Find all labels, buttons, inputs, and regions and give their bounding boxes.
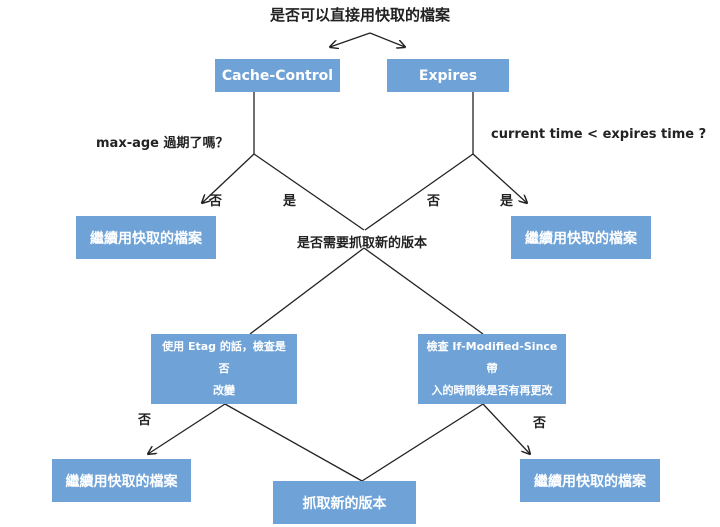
line-fetch-to-etag bbox=[249, 247, 365, 335]
expires-box: Expires bbox=[387, 59, 509, 92]
expires-question: current time < expires time ? bbox=[491, 127, 707, 142]
fetch-new-box: 抓取新的版本 bbox=[273, 481, 416, 524]
expires-label: Expires bbox=[418, 67, 478, 84]
no-label-modified: 否 bbox=[533, 416, 547, 431]
arrow-modified-no bbox=[482, 403, 530, 454]
yes-label-max-age: 是 bbox=[283, 194, 297, 209]
no-label-etag: 否 bbox=[138, 413, 152, 428]
max-age-question: max-age 過期了嗎？ bbox=[96, 136, 229, 151]
modified-check-box: 檢查 If-Modified-Since 帶 入的時間後是否有再更改 bbox=[418, 334, 566, 404]
etag-check-box: 使用 Etag 的話，檢查是否 改變 bbox=[151, 334, 297, 404]
line-expires-no bbox=[364, 153, 474, 231]
need-fetch-question: 是否需要抓取新的版本 bbox=[297, 236, 428, 251]
use-cache-left-box: 繼續用快取的檔案 bbox=[76, 216, 216, 259]
arrow-title-to-expires bbox=[369, 32, 405, 47]
arrow-title-to-cache-control bbox=[330, 32, 371, 47]
line-max-age-yes bbox=[253, 153, 365, 231]
line-etag-yes bbox=[224, 403, 363, 482]
flow-title: 是否可以直接用快取的檔案 bbox=[269, 6, 450, 24]
no-label-max-age: 否 bbox=[209, 194, 223, 209]
no-label-expires: 否 bbox=[427, 194, 441, 209]
fetch-new-label: 抓取新的版本 bbox=[302, 495, 387, 512]
etag-check-line-1: 使用 Etag 的話，檢查是否 bbox=[162, 340, 286, 375]
arrow-max-age-no bbox=[202, 153, 255, 203]
use-cache-bottom-left-box: 繼續用快取的檔案 bbox=[52, 459, 191, 502]
cache-control-box: Cache-Control bbox=[215, 59, 340, 92]
use-cache-bottom-right-box: 繼續用快取的檔案 bbox=[520, 459, 660, 502]
arrow-etag-no bbox=[148, 403, 226, 454]
line-fetch-to-modified bbox=[363, 247, 484, 335]
line-modified-to-fetch bbox=[361, 403, 484, 482]
yes-label-expires: 是 bbox=[500, 194, 514, 209]
use-cache-right-box: 繼續用快取的檔案 bbox=[511, 216, 651, 259]
use-cache-bottom-right-label: 繼續用快取的檔案 bbox=[534, 473, 646, 490]
modified-check-line-2: 入的時間後是否有再更改 bbox=[431, 384, 553, 397]
use-cache-left-label: 繼續用快取的檔案 bbox=[90, 230, 202, 247]
cache-control-label: Cache-Control bbox=[221, 67, 334, 84]
arrow-expires-yes bbox=[472, 153, 527, 203]
use-cache-right-label: 繼續用快取的檔案 bbox=[525, 230, 637, 247]
use-cache-bottom-left-label: 繼續用快取的檔案 bbox=[65, 473, 178, 490]
etag-check-line-2: 改變 bbox=[213, 384, 235, 397]
modified-check-line-1: 檢查 If-Modified-Since 帶 bbox=[426, 340, 558, 375]
